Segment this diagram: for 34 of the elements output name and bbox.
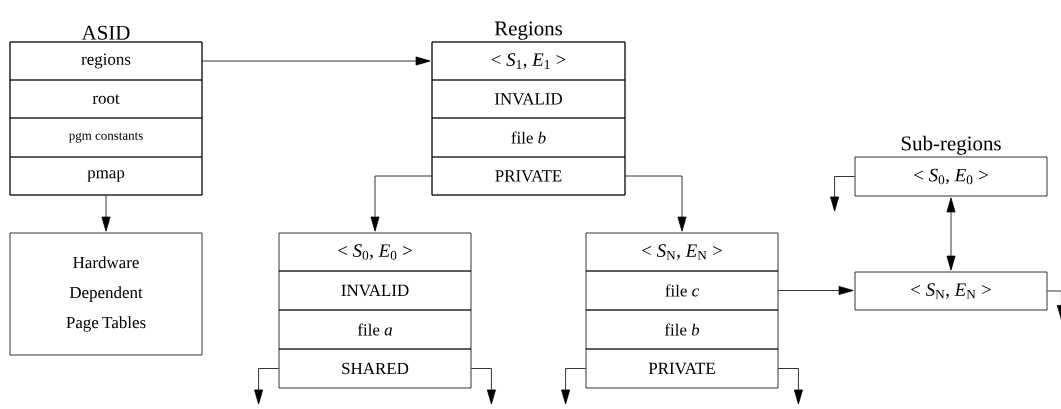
table-cell: PRIVATE — [585, 348, 779, 389]
table-cell: file c — [585, 270, 779, 311]
table-cell: PRIVATE — [431, 156, 626, 196]
table-cell: < S$_{1}$, E$_{1}$ > — [431, 41, 626, 81]
table-heading: Sub-regions — [901, 135, 1001, 155]
table-heading: Regions — [494, 21, 563, 40]
table-cell: < S$_{N}$, E$_{N}$ > — [854, 271, 1048, 311]
arrow — [830, 176, 855, 212]
arrow — [625, 175, 687, 232]
table-cell: INVALID — [278, 270, 472, 311]
arrow — [370, 175, 432, 232]
table-cell: < S$_{N}$, E$_{N}$ > — [585, 232, 779, 272]
table-cell: INVALID — [431, 79, 626, 119]
table-heading: ASID — [81, 25, 130, 40]
table-cell: pmap — [9, 156, 203, 196]
arrow — [561, 368, 586, 405]
arrow — [778, 368, 803, 405]
table-cell: file b — [585, 309, 779, 350]
arrow — [202, 56, 431, 66]
table-cell: root — [9, 79, 203, 119]
arrow — [254, 368, 279, 405]
arrow — [778, 286, 854, 295]
table-cell: regions — [9, 41, 203, 81]
table-cell: pgm constants — [9, 117, 203, 158]
arrow — [946, 197, 956, 271]
table-cell: SHARED — [278, 348, 472, 389]
text-box: Hardware Dependent Page Tables — [9, 232, 203, 356]
arrow — [471, 368, 496, 405]
table-cell: file b — [431, 117, 626, 158]
table-cell: file a — [278, 309, 472, 350]
arrow — [1047, 290, 1061, 320]
table-cell: < S$_{0}$, E$_{0}$ > — [278, 232, 472, 272]
arrow — [101, 195, 111, 232]
table-cell: < S$_{0}$, E$_{0}$ > — [854, 156, 1048, 197]
